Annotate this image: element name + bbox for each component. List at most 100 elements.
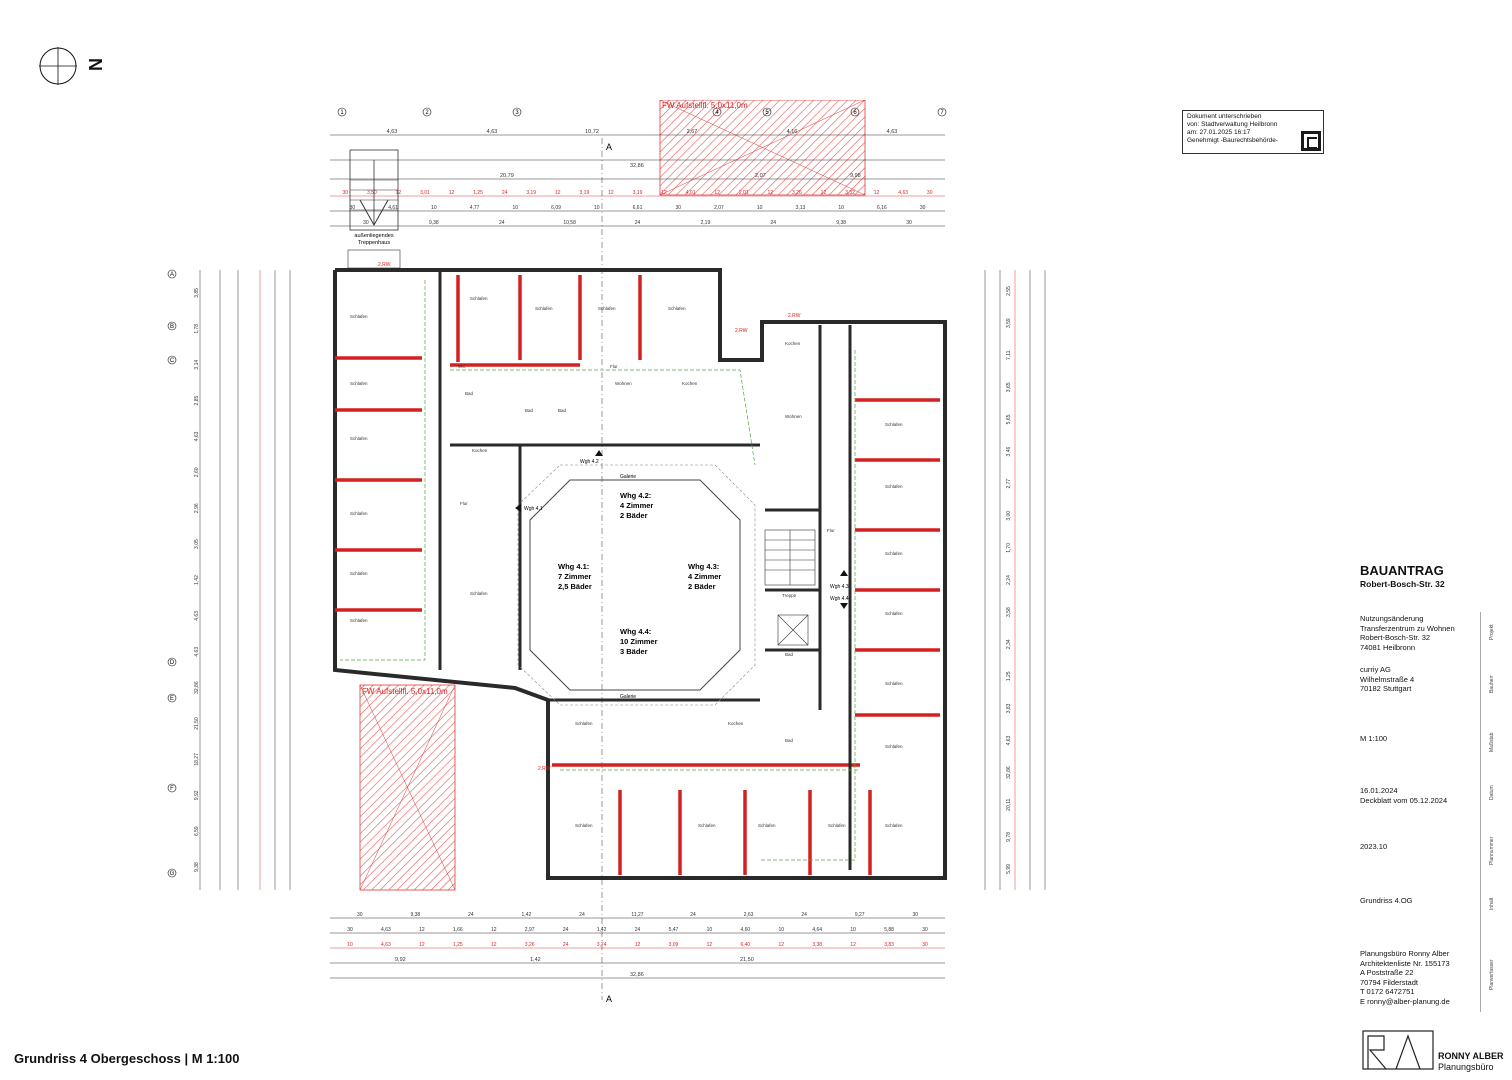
dimension-text-left: 3,851,783,142,854,632,602,963,051,424,63… [194,288,200,872]
dimension-value: 3,19 [526,190,536,196]
axis-left: A B C D E F G [167,269,177,878]
svg-text:Schlafen: Schlafen [885,422,903,427]
dimension-value: 32,86 [194,681,200,694]
dim-bottom-row4: 9,92 [395,957,406,963]
dimension-value: 12 [821,190,827,196]
dimension-value: 4,63 [381,927,391,933]
dimension-value: 4,63 [1006,735,1012,745]
svg-text:Schlafen: Schlafen [885,681,903,686]
fire-area-top-label: FW Aufstellfl. 5,0x11,0m [662,101,748,110]
side-label-bauherr: Bauherr [1489,675,1495,693]
dimension-value: 1,42 [522,912,532,918]
fire-area-left: FW Aufstellfl. 5,0x11,0m [359,684,456,891]
north-letter: N [85,58,105,71]
dimension-value: 24 [801,912,807,918]
dimension-value: 5,65 [1006,414,1012,424]
stamp-line: am: 27.01.2025 16:17 [1187,129,1251,136]
dimension-value: 4,63 [381,942,391,948]
dimension-value: 9,78 [1006,832,1012,842]
svg-text:2.RW: 2.RW [735,328,748,334]
title-block-projekt: Nutzungsänderung Transferzentrum zu Wohn… [1360,614,1455,652]
svg-text:Whg 4.3:: Whg 4.3: [688,562,719,571]
dimension-value: 12 [635,942,641,948]
stair-label: Treppenhaus [358,240,390,246]
core-walls [438,270,852,870]
axis-label: G [170,871,175,877]
rescue-route-labels: 2.RW 2.RW 2.RW 2.RW [378,262,801,772]
svg-text:Schlafen: Schlafen [698,823,716,828]
floor-plan: FW Aufstellfl. 5,0x11,0m FW Aufstellfl. … [167,100,1046,1004]
svg-text:Flur: Flur [827,528,835,533]
dimension-value: 30 [675,205,681,211]
dimension-value: 4,61 [388,205,398,211]
dimension-value: 12 [396,190,402,196]
dimension-value: 24 [635,927,641,933]
svg-text:Wgh 4.3: Wgh 4.3 [830,584,849,590]
galerie-label: Galerie [620,474,636,480]
svg-text:2 Bäder: 2 Bäder [620,511,648,520]
dimension-value: 30 [912,912,918,918]
dimension-value: 3,09 [669,942,679,948]
dimension-value: 3,65 [1006,382,1012,392]
dimension-value: 1,78 [194,324,200,334]
axis-label: D [170,660,175,666]
dimension-value: 1,42 [194,575,200,585]
svg-text:Schlafen: Schlafen [885,551,903,556]
svg-text:Wgh 4.4: Wgh 4.4 [830,596,849,602]
svg-text:Wgh 4.2: Wgh 4.2 [580,459,599,465]
dimension-value: 3,50 [367,190,377,196]
dimension-value: 3,83 [1006,703,1012,713]
axis-label: F [170,786,174,792]
svg-text:Wohnen: Wohnen [615,381,632,386]
dimension-value: 4,63 [887,129,898,135]
svg-text:4 Zimmer: 4 Zimmer [688,572,721,581]
dimension-value: 10 [850,927,856,933]
dimension-value: 6,16 [877,205,887,211]
dimension-value: 5,88 [884,927,894,933]
dimension-value: 4,60 [740,927,750,933]
dimension-value: 2,01 [739,190,749,196]
axis-label: A [170,272,174,278]
dimension-value: 12 [714,190,720,196]
title-block-plannummer: 2023.10 [1360,842,1388,851]
svg-text:Schlafen: Schlafen [575,721,593,726]
dim-total-top: 32,86 [630,163,644,169]
logo-name: RONNY ALBER [1438,1051,1504,1061]
dimension-value: 18,27 [194,753,200,766]
dimension-value: 30 [350,205,356,211]
svg-text:Kochen: Kochen [785,341,801,346]
dimension-lines-bottom [330,917,945,979]
dimension-value: 12 [850,942,856,948]
dimension-value: 21,50 [194,717,200,730]
dimension-value: 2,60 [194,467,200,477]
svg-text:Schlafen: Schlafen [885,611,903,616]
dimension-value: 3,19 [633,190,643,196]
dimension-value: 6,59 [194,826,200,836]
svg-text:Bad: Bad [525,408,534,413]
title-block-datum: 16.01.2024 Deckblatt vom 05.12.2024 [1360,786,1448,805]
axis-label: 6 [853,110,857,116]
partition-walls [335,275,940,875]
dimension-value: 30 [920,205,926,211]
dimension-value: 10 [778,927,784,933]
svg-text:2.RW: 2.RW [378,262,391,268]
dimension-value: 2,67 [687,129,698,135]
building-walls [333,268,947,880]
dimension-value: 4,63 [194,431,200,441]
svg-text:Schlafen: Schlafen [575,823,593,828]
dimension-value: 6,61 [633,205,643,211]
apartment-label-4-2: Whg 4.2: 4 Zimmer 2 Bäder [620,491,653,520]
dimension-value: 24 [635,220,641,226]
stair-core [764,529,816,646]
dimension-value: 30 [343,190,349,196]
dimension-value: 3,26 [792,190,802,196]
apartment-label-4-4: Whg 4.4: 10 Zimmer 3 Bäder [620,627,658,656]
dimension-value: 3,32 [845,190,855,196]
dimension-value: 2,24 [1006,575,1012,585]
svg-text:Kochen: Kochen [728,721,744,726]
